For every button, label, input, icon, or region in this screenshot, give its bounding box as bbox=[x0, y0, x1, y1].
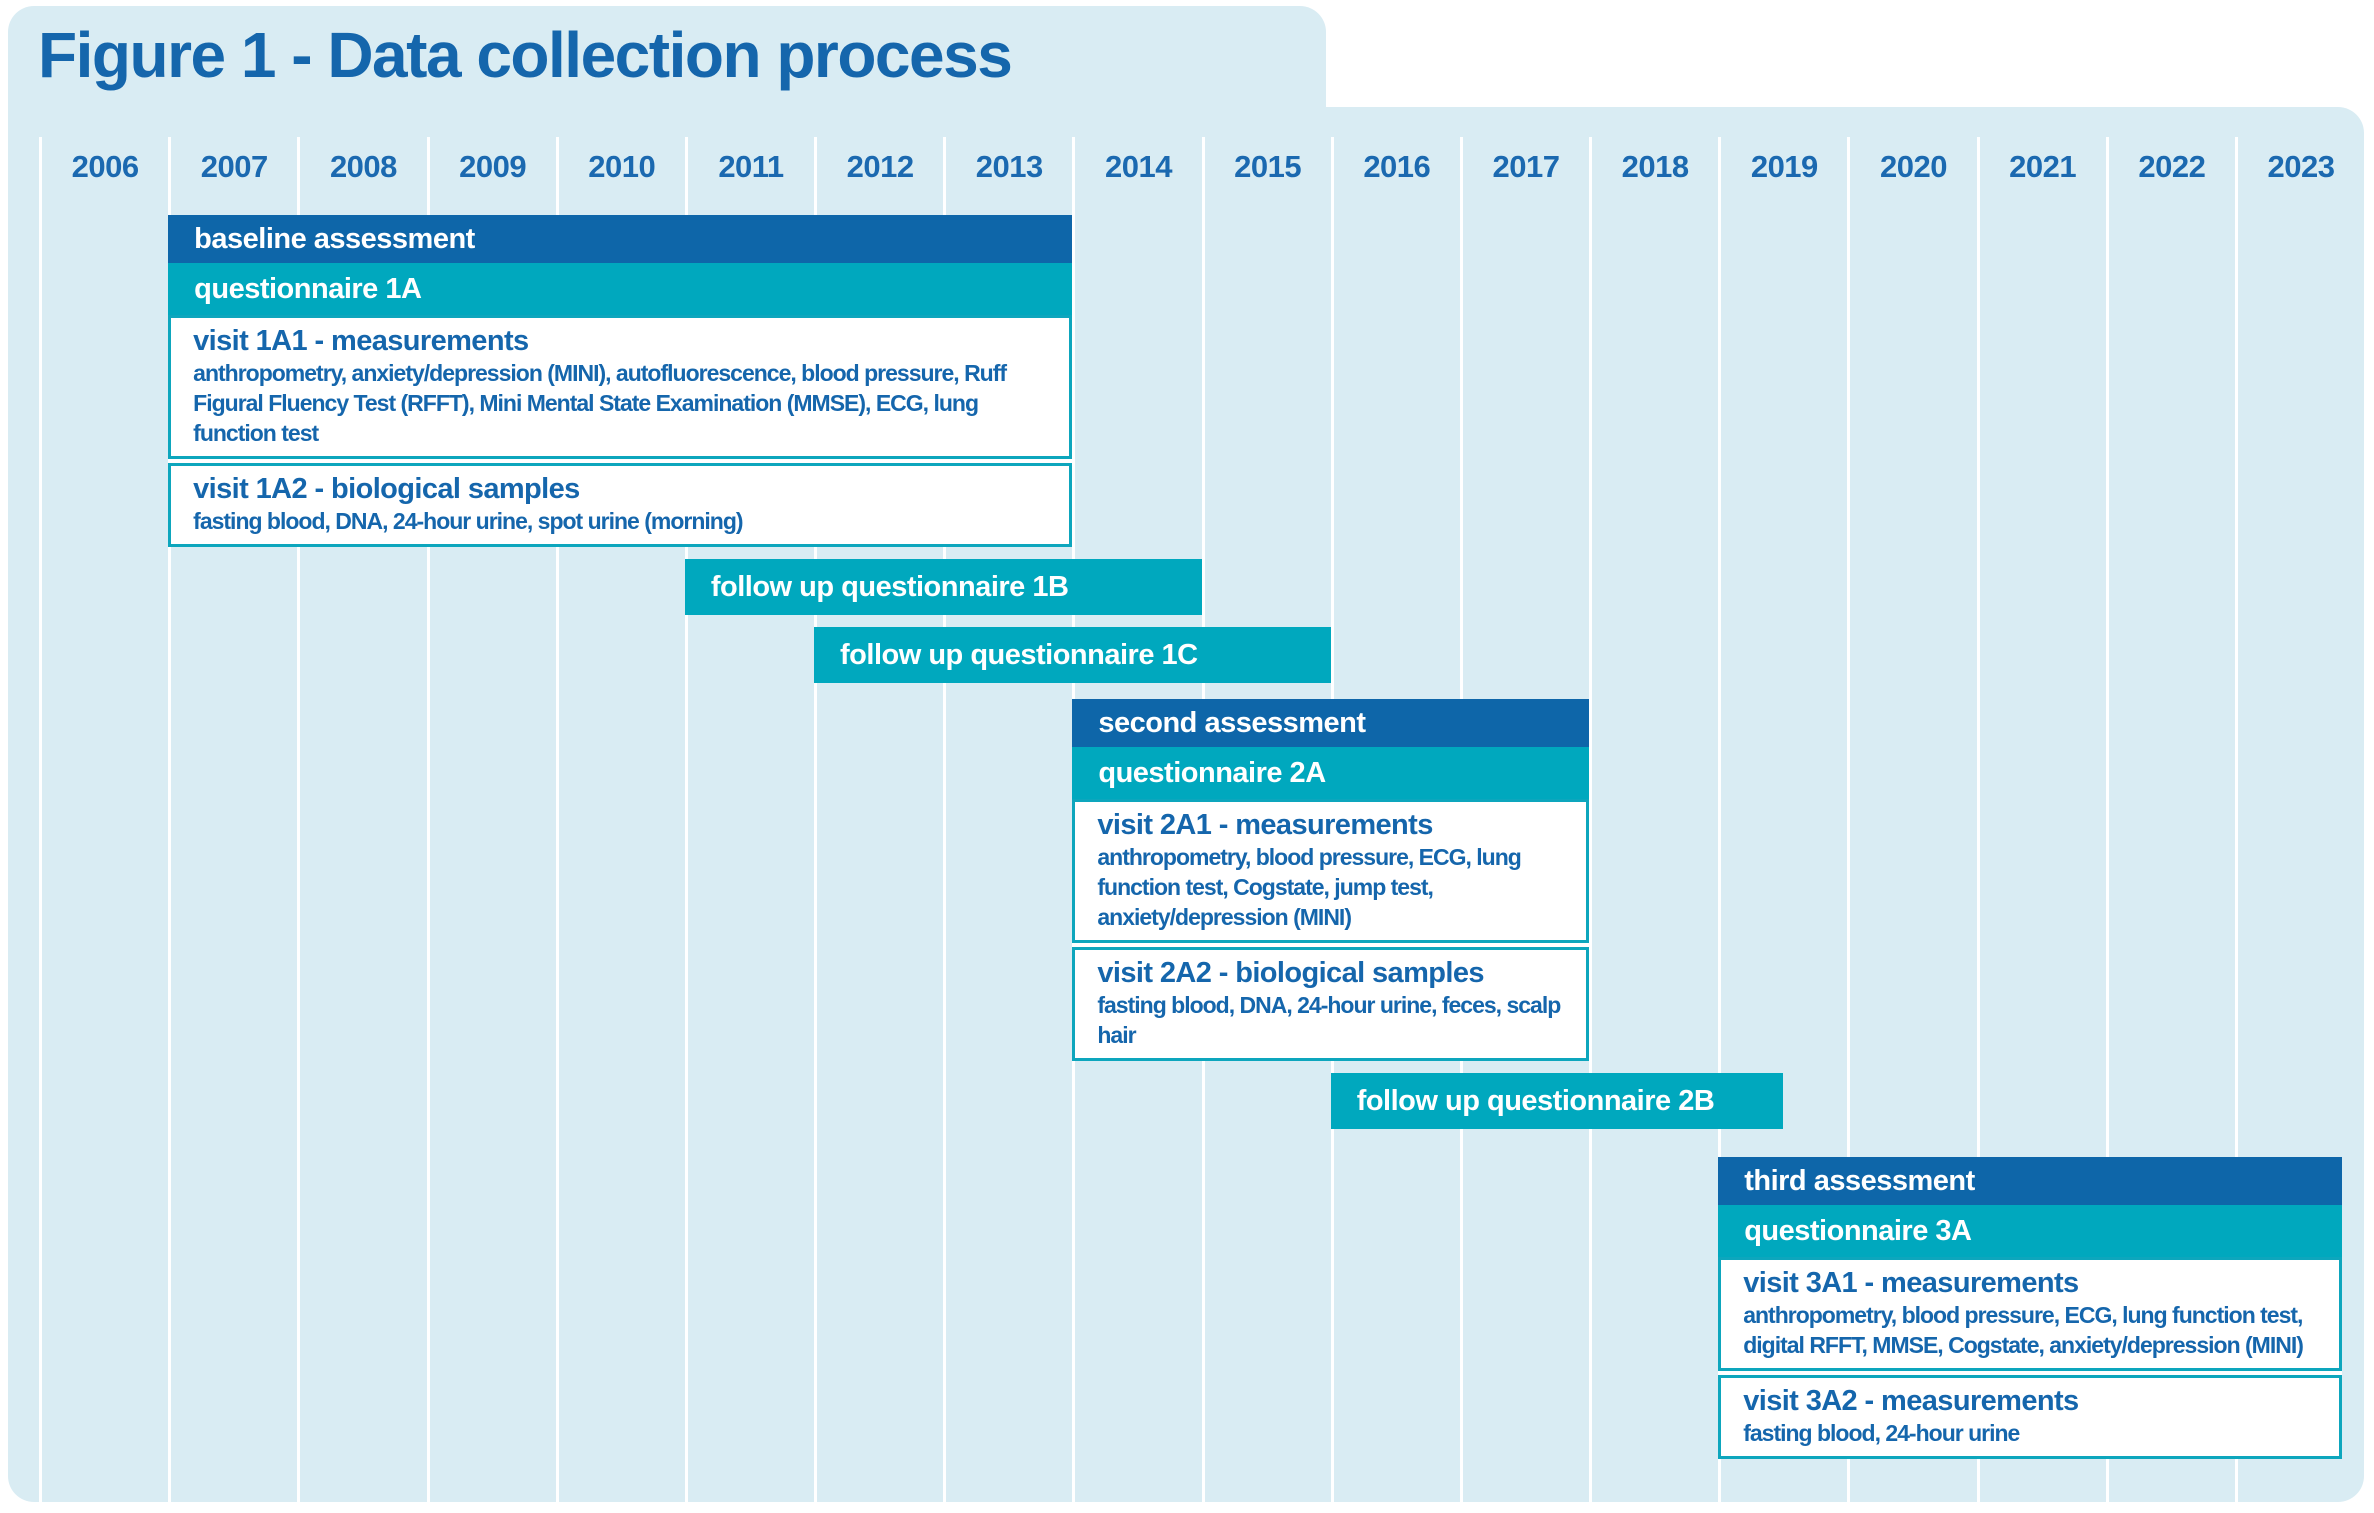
year-label-2018: 2018 bbox=[1621, 149, 1689, 184]
year-label-2023: 2023 bbox=[2267, 149, 2335, 184]
year-column-2006: 2006 bbox=[39, 137, 168, 1502]
title-panel bbox=[8, 6, 1326, 110]
figure-title: Figure 1 - Data collection process bbox=[38, 19, 1013, 91]
year-label-2011: 2011 bbox=[718, 149, 784, 184]
visit-box-description: anthropometry, anxiety/depression (MINI)… bbox=[193, 360, 1007, 446]
year-column-2020: 2020 bbox=[1847, 137, 1976, 1502]
year-column-2018: 2018 bbox=[1589, 137, 1718, 1502]
timeline-bar-follow-up-questionnaire-1c: follow up questionnaire 1C bbox=[814, 627, 1331, 683]
year-column-2013: 2013 bbox=[943, 137, 1072, 1502]
year-column-2009: 2009 bbox=[426, 137, 556, 1502]
visit-box-title: visit 2A1 - measurements bbox=[1097, 809, 1433, 841]
year-columns: 2006 2007 2008 2009 2010 2011 2012 2013 2014 2015… bbox=[39, 137, 2364, 1502]
year-column-2008: 2008 bbox=[297, 137, 426, 1502]
year-label-2010: 2010 bbox=[588, 149, 656, 184]
group-subheader-questionnaire-2a: questionnaire 2A bbox=[1072, 747, 1590, 799]
visit-box-title: visit 1A1 - measurements bbox=[193, 325, 529, 357]
visit-box-title: visit 3A2 - measurements bbox=[1743, 1385, 2079, 1417]
visit-box-description: anthropometry, blood pressure, ECG, lung… bbox=[1097, 844, 1521, 930]
year-label-2016: 2016 bbox=[1363, 149, 1431, 184]
year-label-2012: 2012 bbox=[846, 149, 914, 184]
visit-box-title: visit 2A2 - biological samples bbox=[1097, 957, 1484, 989]
year-column-2021: 2021 bbox=[1976, 137, 2106, 1502]
year-column-2019: 2019 bbox=[1718, 137, 1847, 1502]
visit-box-visit-3a2-measurements: visit 3A2 - measurements fasting blood, 2… bbox=[1718, 1375, 2343, 1459]
group-header-third-assessment: third assessment bbox=[1718, 1157, 2343, 1205]
year-label-2021: 2021 bbox=[2009, 149, 2077, 184]
visit-box-title: visit 3A1 - measurements bbox=[1743, 1267, 2079, 1299]
year-label-2009: 2009 bbox=[459, 149, 527, 184]
timeline-bar-follow-up-questionnaire-2b: follow up questionnaire 2B bbox=[1330, 1073, 1783, 1129]
year-column-2007: 2007 bbox=[168, 137, 297, 1502]
timeline-bar-follow-up-questionnaire-1b: follow up questionnaire 1B bbox=[684, 559, 1202, 615]
visit-box-title: visit 1A2 - biological samples bbox=[193, 473, 580, 505]
group-subheader-questionnaire-3a: questionnaire 3A bbox=[1718, 1205, 2343, 1257]
year-label-2007: 2007 bbox=[200, 149, 268, 184]
year-label-2022: 2022 bbox=[2138, 149, 2206, 184]
year-label-2006: 2006 bbox=[71, 149, 139, 184]
visit-box-description: fasting blood, DNA, 24-hour urine, spot … bbox=[193, 508, 743, 534]
year-label-2013: 2013 bbox=[975, 149, 1043, 184]
group-header-baseline-assessment: baseline assessment bbox=[168, 215, 1073, 263]
year-label-2019: 2019 bbox=[1750, 149, 1818, 184]
group-subheader-questionnaire-1a: questionnaire 1A bbox=[168, 263, 1073, 315]
year-label-2008: 2008 bbox=[329, 149, 397, 184]
visit-box-description: fasting blood, DNA, 24-hour urine, feces… bbox=[1097, 992, 1561, 1048]
year-label-2017: 2017 bbox=[1492, 149, 1560, 184]
year-column-2012: 2012 bbox=[814, 137, 943, 1502]
year-label-2015: 2015 bbox=[1234, 149, 1302, 184]
visit-box-description: fasting blood, 24-hour urine bbox=[1743, 1420, 2020, 1446]
year-label-2014: 2014 bbox=[1104, 149, 1172, 184]
year-column-2010: 2010 bbox=[555, 137, 685, 1502]
year-column-2022: 2022 bbox=[2105, 137, 2235, 1502]
group-header-second-assessment: second assessment bbox=[1072, 699, 1590, 747]
year-column-2023: 2023 bbox=[2234, 137, 2364, 1502]
visit-box-visit-1a2-biological-samples: visit 1A2 - biological samples fasting bl… bbox=[168, 463, 1073, 547]
visit-box-description: anthropometry, blood pressure, ECG, lung… bbox=[1743, 1302, 2304, 1358]
year-label-2020: 2020 bbox=[1880, 149, 1947, 184]
year-column-2011: 2011 bbox=[684, 137, 814, 1502]
